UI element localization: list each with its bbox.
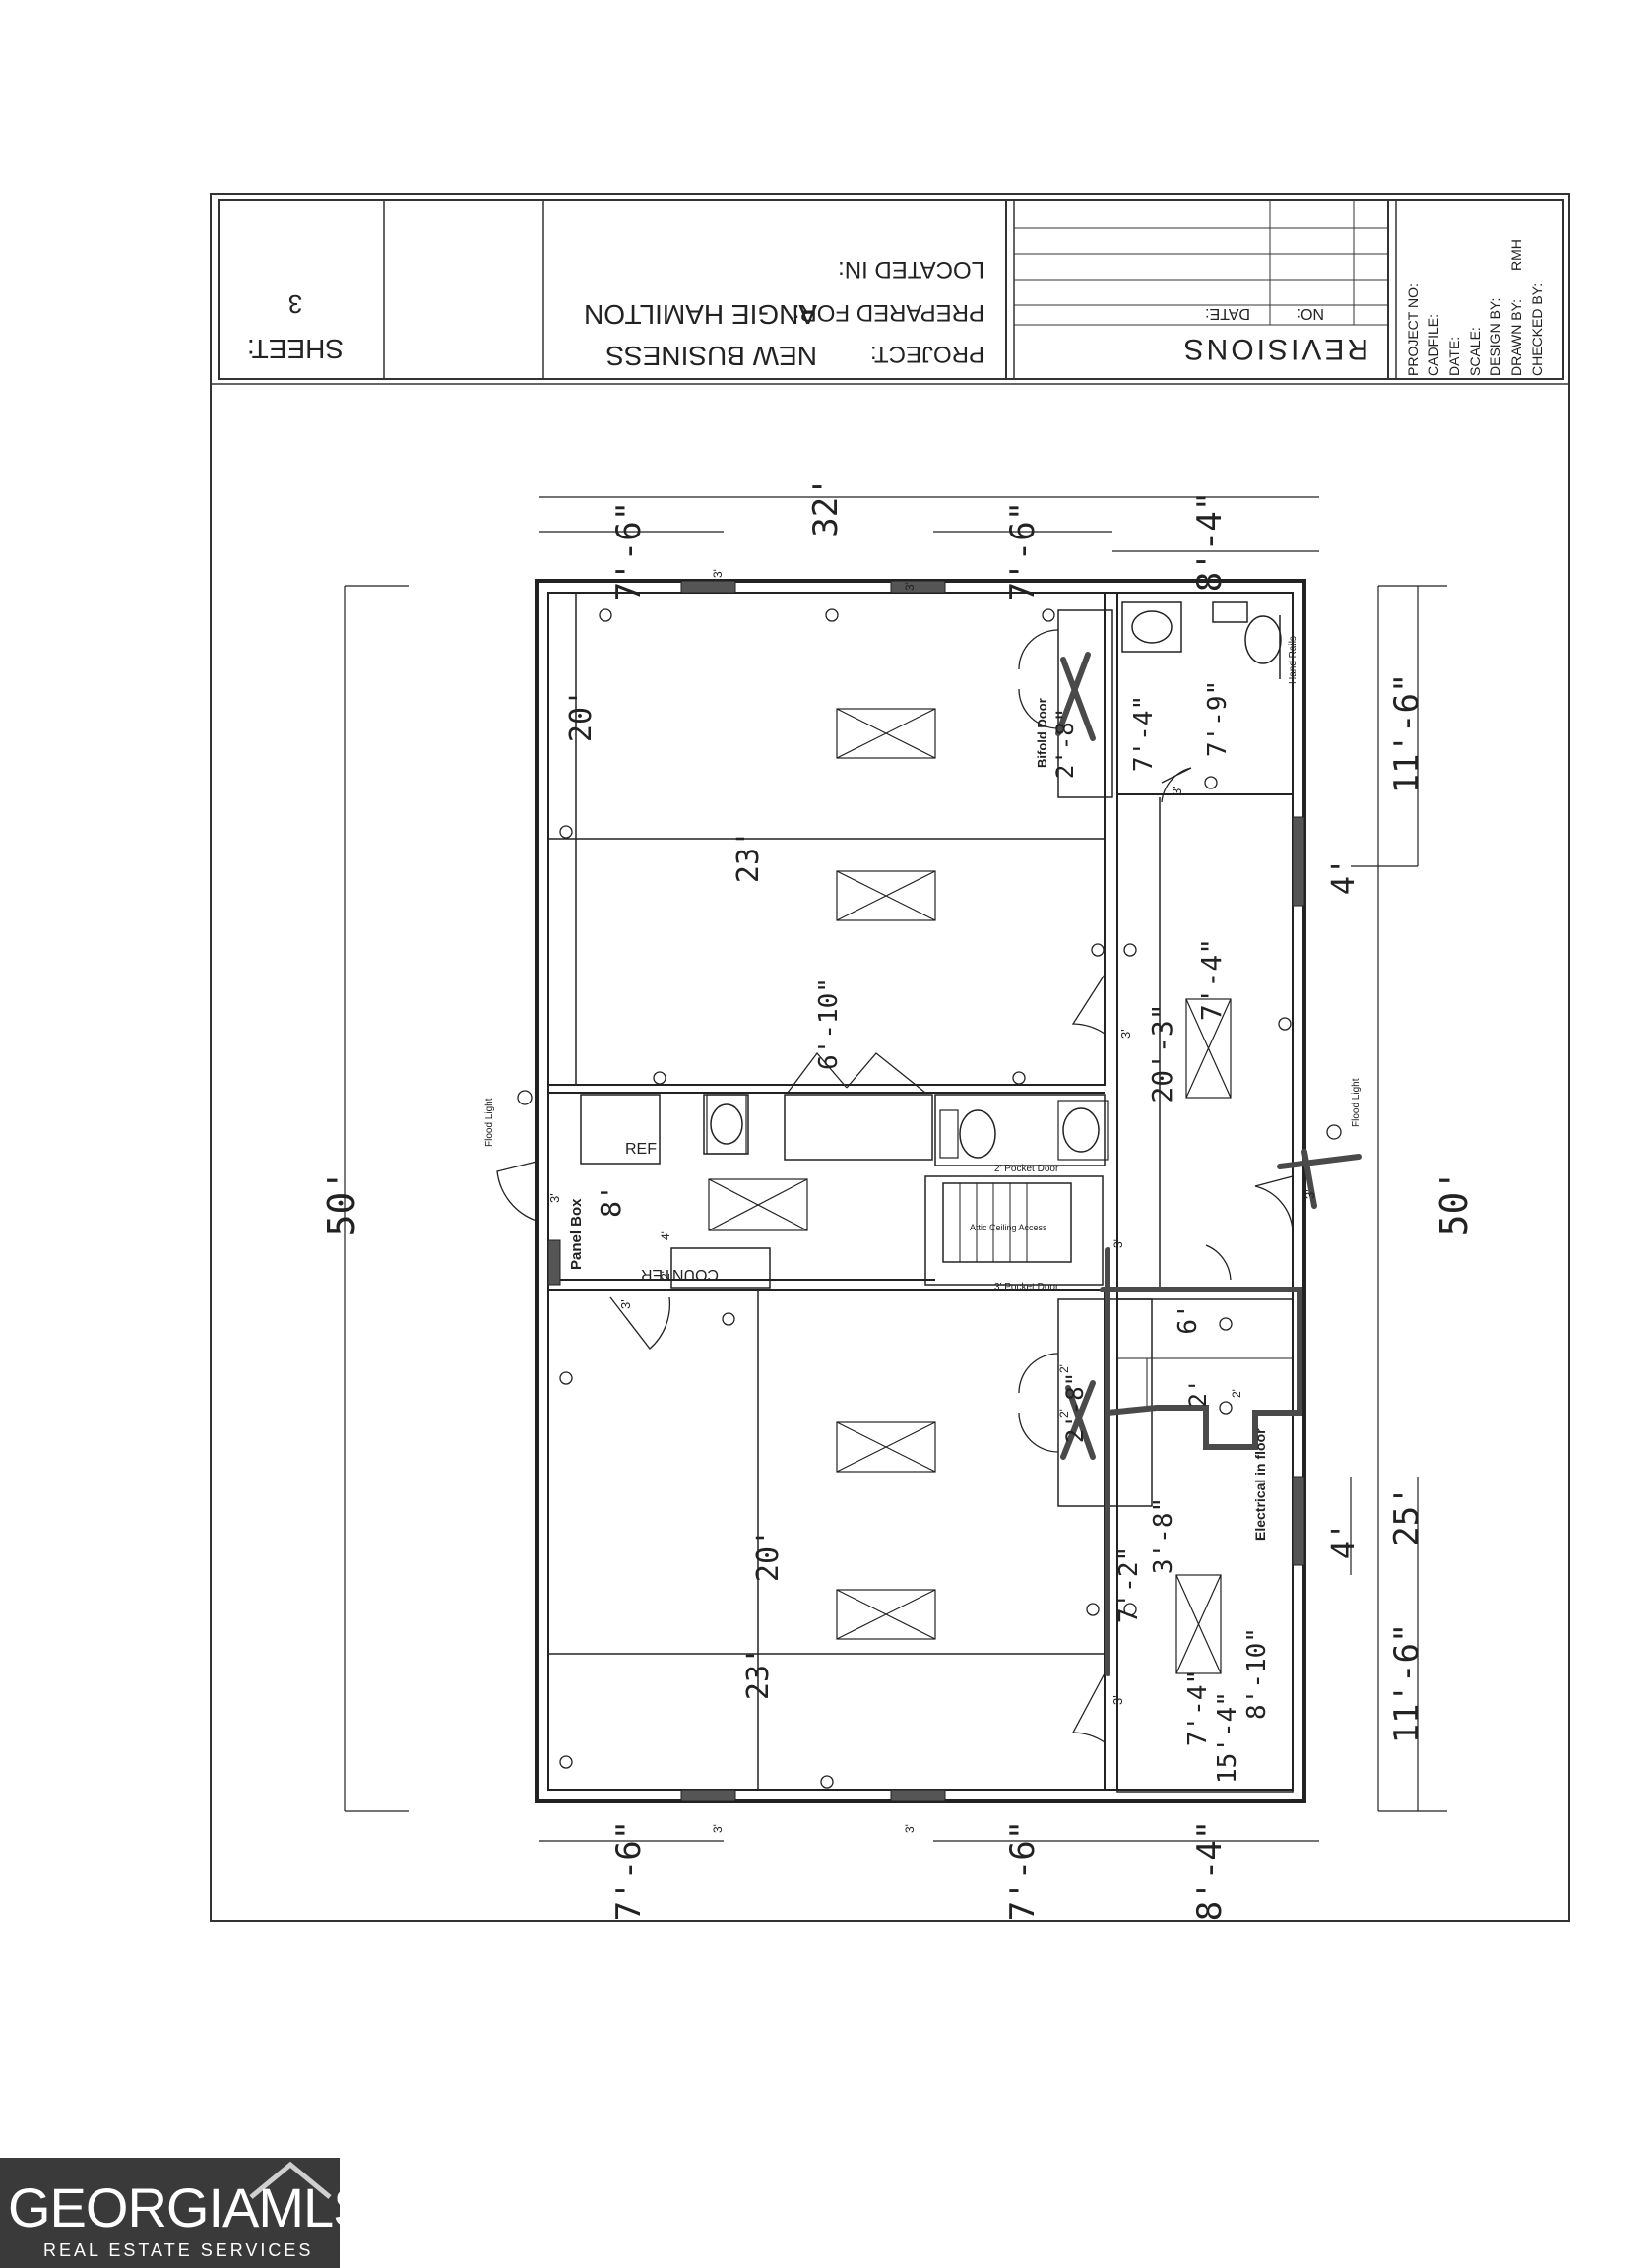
door-label-3: 3'	[1118, 1029, 1133, 1039]
dim-bottom-3: 8'-4"	[1190, 1820, 1230, 1921]
window-bottom-right	[890, 1789, 946, 1802]
window-label-3: 3'	[711, 1824, 725, 1833]
dim-right: 50'	[1432, 1169, 1476, 1237]
info-field-1: CADFILE:	[1426, 314, 1441, 376]
dim-kitchen: 8'	[595, 1184, 627, 1218]
revisions-label: REVISIONS	[1181, 333, 1368, 365]
project-label: PROJECT:	[870, 341, 984, 367]
no-label: NO:	[1297, 305, 1324, 322]
bifold-door-label: Bifold Door	[1035, 698, 1049, 768]
window-label-1: 3'	[711, 569, 725, 578]
window-bottom-left	[680, 1789, 736, 1802]
dim-bottom-office-w: 20'	[751, 1529, 786, 1582]
georgiamls-logo: GEORGIAMLS REAL ESTATE SERVICES	[0, 2158, 370, 2268]
sheet-label: SHEET:	[247, 334, 344, 364]
dim-center-closet: 6'-10"	[814, 977, 844, 1070]
info-fields: PROJECT NO: CADFILE: DATE: SCALE: DESIGN BY:…	[1405, 239, 1545, 376]
dim-hall-top: 7'-4"	[1195, 938, 1228, 1021]
panel-box-label: Panel Box	[568, 1198, 585, 1270]
door-label-1: 3'	[547, 1193, 562, 1203]
window-label-4: 3'	[903, 1824, 917, 1833]
located-label: LOCATED IN:	[838, 256, 984, 283]
dim-closet-bottom: 2'-8"	[1061, 1372, 1089, 1443]
info-field-2: DATE:	[1446, 337, 1462, 376]
dim-top-4: 8'-4"	[1190, 491, 1230, 592]
pocket-door-a-label: 2' Pocket Door	[994, 1164, 1059, 1174]
panel-box-symbol	[547, 1239, 561, 1286]
dim-hall-bottom-b: 7'-2"	[1114, 1546, 1144, 1623]
window-top-left	[680, 580, 736, 594]
info-field-3: SCALE:	[1467, 327, 1483, 376]
flood-light-right-label: Flood Light	[1351, 1078, 1362, 1127]
logo-sub-text: REAL ESTATE SERVICES	[43, 2240, 314, 2260]
sheet-number: 3	[288, 289, 302, 319]
dim-top-1: 7'-6"	[609, 501, 649, 601]
window-top-right	[890, 580, 946, 594]
dim-left: 50'	[320, 1169, 363, 1237]
dim-hall-bottom-a: 3'-8"	[1149, 1497, 1178, 1574]
dim-hall-bottom-c: 8'-10"	[1242, 1627, 1272, 1720]
sheet-border	[210, 193, 1570, 1922]
project-value: NEW BUSINESS	[605, 341, 817, 371]
flood-light-left-label: Flood Light	[484, 1098, 495, 1147]
door-label-6: 3'	[1302, 1189, 1317, 1199]
date-label: DATE:	[1205, 305, 1250, 322]
drawn-by-value: RMH	[1508, 239, 1524, 271]
pocket-door-b-label: 3' Pocket Door	[994, 1282, 1059, 1292]
info-field-0: PROJECT NO:	[1405, 284, 1421, 376]
dim-mech-a: 6'	[1173, 1303, 1203, 1334]
dim-hall-bottom-e: 15'-4"	[1213, 1691, 1242, 1784]
dim-right-sub-2: 4'	[1324, 857, 1362, 896]
attic-access-label: Attic Ceiling Access	[970, 1223, 1047, 1232]
plan-dimensions: 7'-6" 32' 7'-6" 8'-4" 7'-6" 7'-6" 8'-4" …	[320, 476, 1476, 1921]
door-label-2: 3'	[618, 1299, 633, 1309]
door-label-10: 4'	[659, 1231, 672, 1240]
prepared-label: PREPARED FOR:	[793, 299, 984, 326]
door-label-9: 2'	[1230, 1389, 1243, 1398]
window-right-bottom	[1292, 1476, 1305, 1566]
counter-label: COUNTER	[641, 1266, 719, 1283]
dim-right-sub-1: 11'-6"	[1387, 673, 1427, 794]
info-field-5: DRAWN BY:	[1508, 299, 1524, 376]
dim-top-2: 32'	[806, 476, 846, 536]
door-label-7: 2'	[1057, 1364, 1071, 1373]
roof-icon	[249, 2161, 332, 2199]
plan-labels: 3' 3' 3' 3' 3' 3' 3' 3' 3' 3' 2' 2' 2' 4…	[484, 569, 1362, 1833]
door-label-4: 3'	[1110, 1695, 1125, 1705]
door-label-12: 3'	[1111, 1239, 1125, 1248]
electrical-label: Electrical in floor	[1252, 1428, 1268, 1541]
dim-hall-center: 20'-3"	[1146, 1003, 1178, 1102]
door-label-8: 2'	[1057, 1409, 1071, 1418]
logo-main-text: GEORGIAMLS	[8, 2176, 370, 2238]
window-label-2: 3'	[903, 582, 917, 591]
dim-mech-b: 2'	[1184, 1379, 1212, 1408]
door-label-11: 2'	[659, 1271, 672, 1280]
plan-drawing	[344, 496, 1447, 1842]
prepared-value: ANGIE HAMILTON	[584, 299, 817, 330]
dim-bottom-office-l: 23'	[741, 1647, 776, 1700]
dim-right-sub-4: 4'	[1324, 1522, 1362, 1560]
dim-right-sub-5: 11'-6"	[1387, 1623, 1427, 1744]
dim-top-office-w: 20'	[564, 689, 599, 742]
dim-closet-top: 2'-8"	[1051, 708, 1079, 779]
info-field-4: DESIGN BY:	[1488, 298, 1503, 376]
hand-rails-label: Hand Rails	[1288, 636, 1299, 684]
dim-top-office-l: 23'	[731, 830, 766, 883]
door-label-5: 3'	[1170, 786, 1184, 795]
dim-bottom-2: 7'-6"	[1003, 1820, 1043, 1921]
dim-bath-top-a: 7'-4"	[1129, 695, 1159, 772]
dim-bottom-1: 7'-6"	[609, 1820, 649, 1921]
info-field-6: CHECKED BY:	[1529, 284, 1545, 376]
dim-top-3: 7'-6"	[1003, 501, 1043, 601]
dim-bath-top-b: 7'-9"	[1203, 680, 1233, 757]
window-right-top	[1292, 816, 1305, 907]
dim-hall-bottom-d: 7'-4"	[1183, 1670, 1213, 1746]
title-block: SHEET: 3 PROJECT: NEW BUSINESS PREPARED …	[218, 199, 1564, 380]
dim-right-sub-3: 25'	[1387, 1485, 1427, 1545]
ref-label: REF	[625, 1141, 657, 1158]
